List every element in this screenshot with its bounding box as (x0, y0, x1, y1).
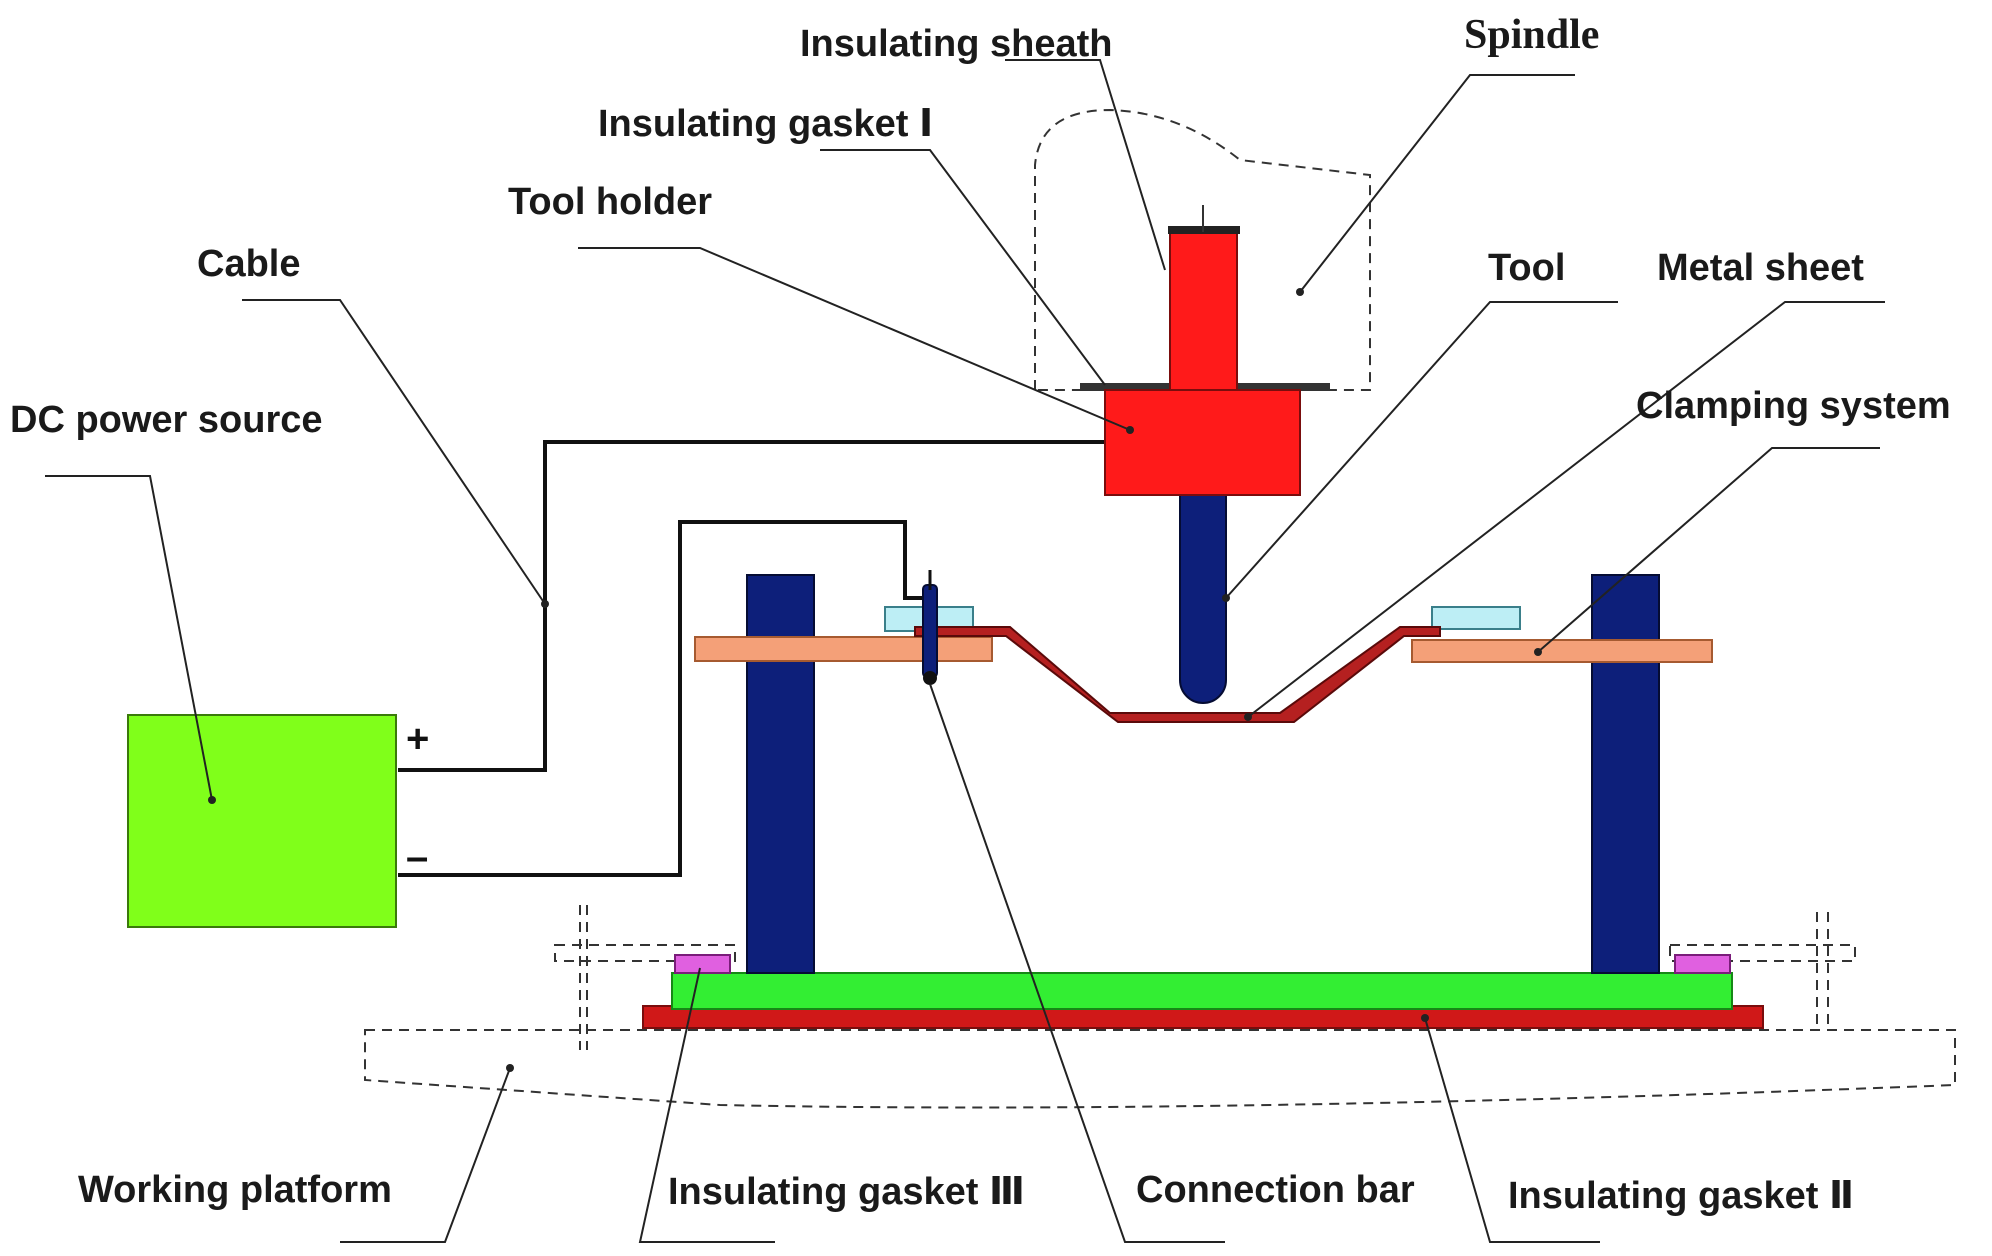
label-tool: Tool (1488, 247, 1565, 289)
dc-power-source-box (127, 714, 397, 928)
leader-dot-dc-power-source (208, 796, 216, 804)
right-clamp-plate (1411, 639, 1713, 663)
left-clamp-plate (694, 636, 993, 662)
leader-dot-cable (541, 600, 549, 608)
leader-dot-spindle (1296, 288, 1304, 296)
insulating-gasket-2-plate (671, 972, 1733, 1010)
leader-cable (242, 299, 546, 605)
right-clamp-pad (1431, 606, 1521, 630)
negative-terminal-sign: – (406, 835, 428, 879)
label-working-platform: Working platform (78, 1169, 392, 1211)
connection-bar-end (923, 671, 937, 685)
leader-dot-working-platform (506, 1064, 514, 1072)
left-bolt-outline (554, 944, 736, 962)
leader-dc-power-source (45, 475, 213, 801)
tool-holder-shank (1169, 229, 1238, 391)
label-insulating-sheath: Insulating sheath (800, 23, 1112, 65)
positive-terminal-sign: + (406, 717, 429, 761)
leader-spindle (1299, 74, 1575, 293)
leader-dot-tool (1222, 594, 1230, 602)
leader-dot-insulating-gasket-2 (1421, 1014, 1429, 1022)
leader-insulating-gasket-3 (638, 967, 775, 1243)
negative-cable (398, 520, 925, 877)
label-clamping-system: Clamping system (1636, 385, 1951, 427)
leader-clamping-system (1537, 447, 1880, 653)
label-insulating-gasket-3: Insulating gasket Ⅲ (668, 1171, 1025, 1213)
left-column (746, 574, 815, 974)
leader-dot-clamping-system (1534, 648, 1542, 656)
left-gasket-3 (674, 954, 731, 974)
label-insulating-gasket-2: Insulating gasket Ⅱ (1508, 1175, 1854, 1217)
tool (1179, 494, 1227, 704)
leader-working-platform (340, 1067, 511, 1243)
connection-bar (922, 584, 938, 678)
metal-sheet (914, 626, 1441, 723)
leader-tool-holder (578, 247, 1131, 431)
leader-metal-sheet (1247, 301, 1885, 718)
label-tool-holder: Tool holder (508, 181, 712, 223)
label-cable: Cable (197, 243, 300, 285)
right-gasket-3 (1674, 954, 1731, 974)
leader-insulating-gasket-1 (820, 149, 1106, 386)
leader-insulating-sheath (1005, 59, 1166, 271)
leader-tool (1225, 301, 1618, 599)
label-metal-sheet: Metal sheet (1657, 247, 1864, 289)
right-bolt-outline (1669, 944, 1856, 962)
leader-connection-bar (929, 683, 1225, 1243)
label-connection-bar: Connection bar (1136, 1169, 1415, 1211)
label-dc-power-source: DC power source (10, 399, 323, 441)
label-insulating-gasket-1: Insulating gasket Ⅰ (598, 103, 933, 145)
leader-dot-metal-sheet (1244, 713, 1252, 721)
working-platform-outline (364, 1029, 1956, 1109)
leader-insulating-gasket-2 (1424, 1017, 1600, 1243)
label-spindle: Spindle (1464, 12, 1599, 58)
tool-holder-body (1104, 389, 1301, 496)
leader-dot-tool-holder (1126, 426, 1134, 434)
right-column (1591, 574, 1660, 974)
